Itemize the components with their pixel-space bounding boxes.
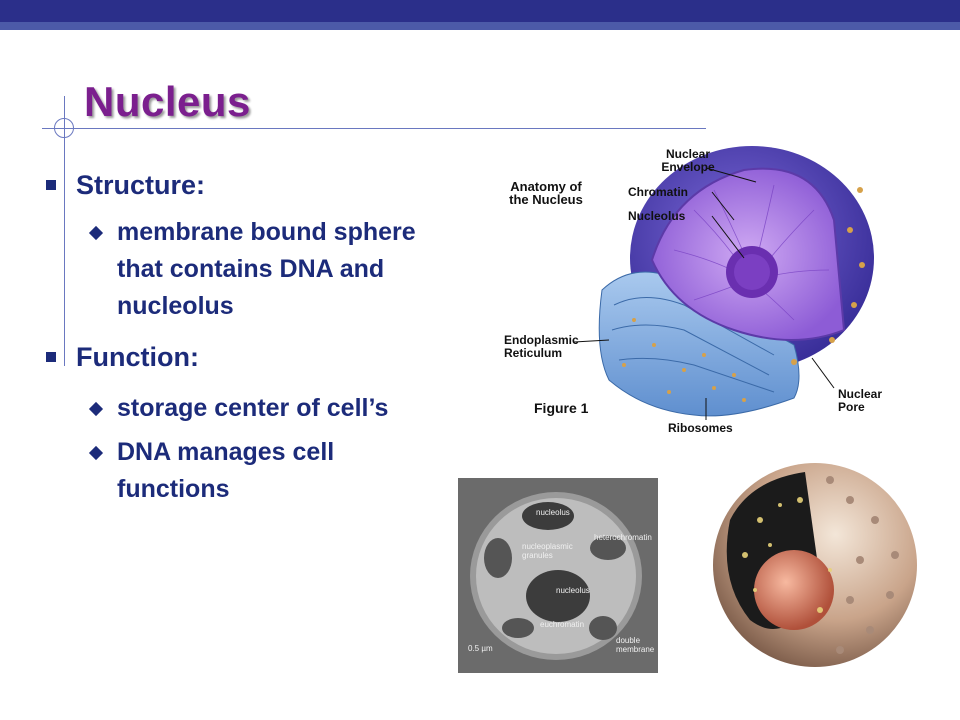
slide-title: Nucleus: [84, 78, 251, 125]
square-bullet-icon: [46, 352, 56, 362]
sphere-image: [713, 463, 917, 667]
figure-heading: Anatomy of the Nucleus: [509, 179, 583, 207]
micro-label-nucleolus-top: nucleolus: [536, 508, 570, 517]
micro-label-scale: 0.5 µm: [468, 644, 493, 653]
diamond-bullet-icon: [88, 225, 104, 241]
decorative-vertical-line: [64, 96, 65, 366]
micro-label-nucleoplasmic-granules: nucleoplasmic granules: [522, 542, 573, 560]
micro-label-euchromatin: euchromatin: [540, 620, 585, 629]
micrograph-texture: [458, 478, 658, 673]
label-chromatin: Chromatin: [628, 185, 688, 199]
sub-bullet-text: membrane bound sphere that contains DNA …: [117, 218, 416, 320]
label-nucleolus: Nucleolus: [628, 209, 686, 223]
micro-label-nucleolus-center: nucleolus: [556, 586, 590, 595]
nucleus-diagram-image: [573, 146, 874, 420]
nucleus-anatomy-figure: Anatomy of the Nucleus Nuclear Envelope …: [494, 130, 904, 440]
sub-bullet-storage: storage center of cell’s: [88, 390, 477, 427]
bullet-structure: Structure:: [46, 170, 206, 201]
sub-bullet-text: DNA manages cell functions: [117, 438, 335, 503]
micro-label-double-membrane: double membrane: [616, 636, 655, 654]
top-banner-stripe: [0, 22, 960, 30]
label-nuclear-envelope: Nuclear Envelope: [661, 147, 715, 174]
figure-caption: Figure 1: [534, 400, 589, 416]
bullet-structure-label: Structure:: [76, 170, 206, 200]
label-ribosomes: Ribosomes: [668, 421, 733, 435]
decorative-horizontal-line: [42, 128, 706, 129]
bullet-function-label: Function:: [76, 342, 199, 372]
square-bullet-icon: [46, 180, 56, 190]
sub-bullet-dna: DNA manages cell functions: [88, 434, 417, 508]
diamond-bullet-icon: [88, 445, 104, 461]
bullet-function: Function:: [46, 342, 199, 373]
diamond-bullet-icon: [88, 401, 104, 417]
crosshair-ornament-icon: [53, 117, 75, 139]
label-nuclear-pore: Nuclear Pore: [838, 387, 883, 414]
top-banner: [0, 0, 960, 22]
sub-bullet-membrane: membrane bound sphere that contains DNA …: [88, 214, 457, 325]
micro-label-heterochromatin: heterochromatin: [594, 533, 652, 542]
nucleus-cutaway-illustration: [710, 460, 920, 670]
label-endoplasmic-reticulum: Endoplasmic Reticulum: [504, 333, 579, 360]
electron-micrograph-image: nucleolus heterochromatin nucleoplasmic …: [458, 478, 658, 673]
sub-bullet-text: storage center of cell’s: [117, 394, 389, 422]
